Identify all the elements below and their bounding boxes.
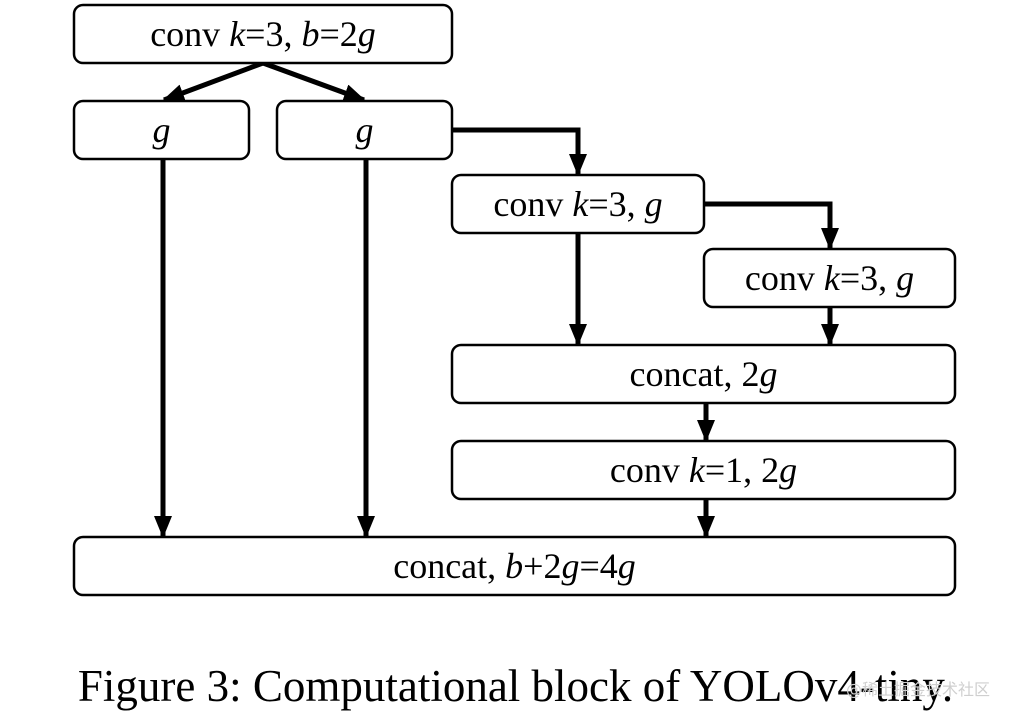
node-box-conv-k3-b2g — [72, 3, 454, 65]
node-box-conv-k1-2g — [450, 439, 957, 501]
node-label-conv-k3-b2g: conv k=3, b=2g — [150, 14, 376, 54]
node-conv-k1-2g: conv k=1, 2g — [450, 439, 957, 501]
node-split-g-left: g — [72, 99, 251, 161]
nodes-layer: conv k=3, b=2g g g conv k=3, g conv k=3, g co… — [72, 3, 957, 597]
node-conv-k3-b2g: conv k=3, b=2g — [72, 3, 454, 65]
edge-conv-k3-g-a-to-conv-k3-g-b — [704, 201, 839, 250]
edge-conv-k3-b2g-to-split-g-right — [262, 60, 366, 103]
node-box-conv-k3-g-a — [450, 173, 706, 235]
edge-conv-k3-b2g-to-split-g-left — [162, 60, 264, 103]
node-label-split-g-left: g — [153, 110, 171, 150]
node-label-conv-k3-g-b: conv k=3, g — [745, 258, 914, 298]
node-box-split-g-right — [275, 99, 454, 161]
node-label-split-g-right: g — [356, 110, 374, 150]
edges-layer — [154, 60, 839, 538]
node-box-concat-final — [72, 535, 957, 597]
node-box-concat-2g — [450, 343, 957, 405]
node-label-concat-final: concat, b+2g=4g — [393, 546, 636, 586]
node-concat-2g: concat, 2g — [450, 343, 957, 405]
node-conv-k3-g-b: conv k=3, g — [702, 247, 957, 309]
node-conv-k3-g-a: conv k=3, g — [450, 173, 706, 235]
node-split-g-right: g — [275, 99, 454, 161]
node-label-conv-k3-g-a: conv k=3, g — [493, 184, 662, 224]
node-concat-final: concat, b+2g=4g — [72, 535, 957, 597]
figure-caption: Figure 3: Computational block of YOLOv4-… — [77, 661, 954, 711]
watermark: @稀土掘金技术社区 — [846, 680, 991, 699]
node-box-split-g-left — [72, 99, 251, 161]
node-label-concat-2g: concat, 2g — [630, 354, 778, 394]
edge-split-g-right-to-conv-k3-g-a — [452, 127, 587, 176]
node-label-conv-k1-2g: conv k=1, 2g — [610, 450, 797, 490]
node-box-conv-k3-g-b — [702, 247, 957, 309]
